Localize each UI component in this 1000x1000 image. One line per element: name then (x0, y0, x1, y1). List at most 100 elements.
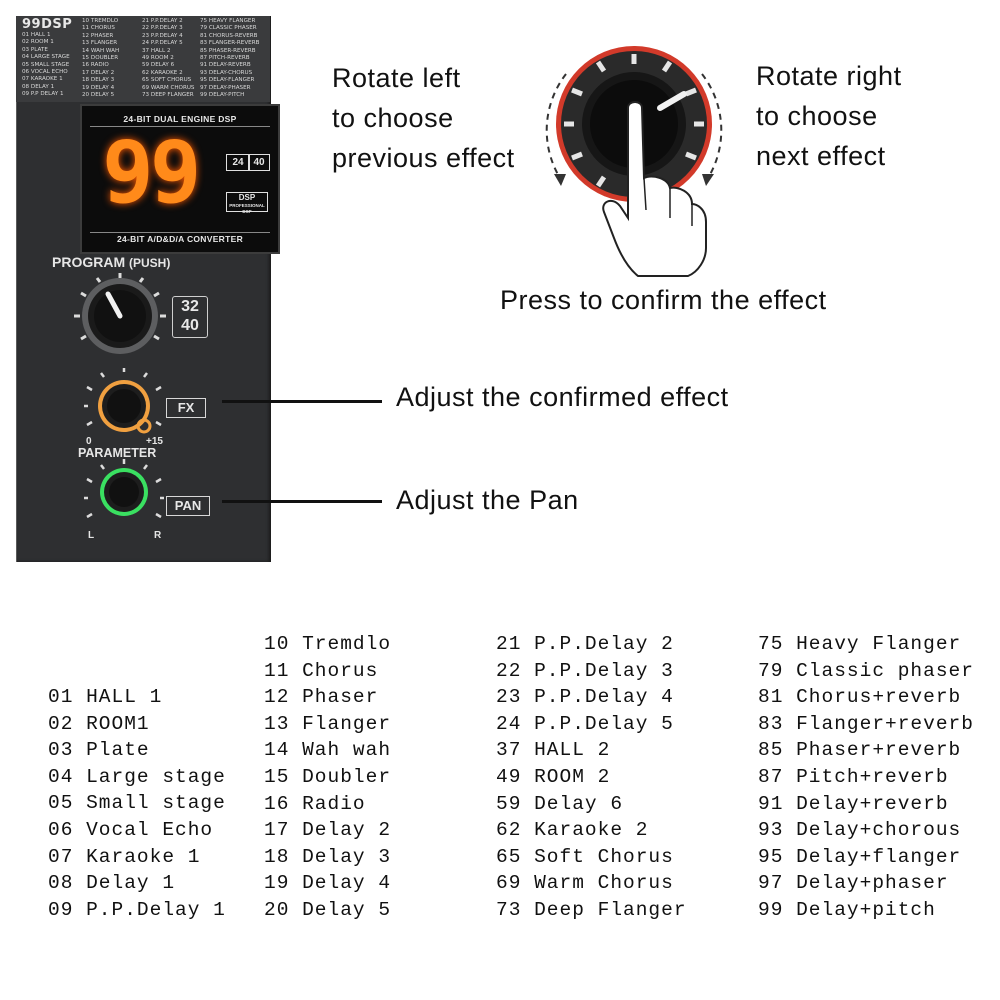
panel-effect-item: 21 P.P.DELAY 2 (142, 18, 183, 24)
panel-effect-item: 75 HEAVY FLANGER (200, 18, 256, 24)
fx-leader-line (222, 400, 382, 403)
panel-effect-item: 19 DELAY 4 (82, 84, 115, 91)
effect-list-item: 69 Warm Chorus (496, 872, 674, 895)
display-top-label: 24-BIT DUAL ENGINE DSP (123, 114, 237, 124)
fx-scale-max: +15 (146, 436, 163, 447)
effect-list-item: 19 Delay 4 (264, 872, 392, 895)
panel-effect-item: 20 DELAY 5 (82, 91, 115, 98)
effect-list-item: 16 Radio (264, 792, 366, 815)
effect-list-item: 11 Chorus (264, 659, 379, 682)
effect-list-item: 05 Small stage (48, 792, 226, 815)
panel-effect-item: 69 WARM CHORUS (142, 84, 195, 91)
panel-effect-item: 97 DELAY-PHASER (200, 84, 251, 91)
display-divider-top (90, 126, 270, 127)
panel-effect-item: 18 DELAY 3 (82, 77, 115, 84)
display-bits-badge-2: 40 (248, 154, 270, 171)
effect-list-item: 07 Karaoke 1 (48, 845, 201, 868)
panel-effect-item: 91 DELAY-REVERB (200, 62, 251, 69)
panel-effect-item: 13 FLANGER (82, 40, 118, 47)
dsp-badge-sub: PROFESSIONAL DSP (229, 203, 265, 214)
panel-effect-item: 02 ROOM 1 (22, 39, 54, 46)
effect-list-item: 87 Pitch+reverb (758, 765, 949, 788)
panel-effect-item: 22 P.P.DELAY 3 (142, 25, 183, 32)
rotate-left-line-3: previous effect (332, 143, 515, 173)
dsp-display: 24-BIT DUAL ENGINE DSP 99 24 40 DSP PROF… (80, 104, 280, 254)
effect-list-item: 37 HALL 2 (496, 739, 611, 762)
panel-effect-item: 81 CHORUS-REVERB (200, 32, 258, 39)
pointing-hand-icon (602, 101, 707, 277)
display-dsp-badge: DSP PROFESSIONAL DSP (226, 192, 268, 214)
press-confirm-annotation: Press to confirm the effect (500, 285, 827, 315)
effect-list-item: 18 Delay 3 (264, 845, 392, 868)
effect-list-item: 62 Karaoke 2 (496, 819, 649, 842)
rotate-left-arrow-icon (545, 73, 567, 179)
effect-list-item: 20 Delay 5 (264, 898, 392, 921)
effect-list-item: 83 Flanger+reverb (758, 712, 974, 735)
effect-list-item: 12 Phaser (264, 686, 379, 709)
panel-effect-item: 15 DOUBLER (82, 54, 119, 61)
fx-scale-min: 0 (86, 436, 92, 447)
panel-effect-item: 65 SOFT CHORUS (142, 77, 192, 84)
program-knob-icon[interactable] (70, 272, 170, 362)
effect-list-item: 04 Large stage (48, 765, 226, 788)
effect-list-item: 97 Delay+phaser (758, 872, 949, 895)
effect-list-item: 09 P.P.Delay 1 (48, 898, 226, 921)
panel-effect-item: 16 RADIO (82, 62, 109, 69)
effect-list-item: 81 Chorus+reverb (758, 686, 962, 709)
effect-list-item: 49 ROOM 2 (496, 765, 611, 788)
rotate-right-line-2: to choose (756, 101, 878, 131)
pan-leader-line (222, 500, 382, 503)
panel-effect-item: 93 DELAY-CHORUS (200, 69, 253, 76)
program-badge-top: 32 (181, 298, 199, 315)
effect-list-item: 95 Delay+flanger (758, 845, 962, 868)
display-bottom-label: 24-BIT A/D&D/A CONVERTER (116, 234, 244, 244)
pan-right-label: R (154, 530, 162, 541)
panel-effect-item: 04 LARGE STAGE (22, 54, 70, 61)
panel-effect-item: 95 DELAY-FLANGER (200, 77, 255, 84)
panel-effect-item: 23 P.P.DELAY 4 (142, 32, 183, 39)
effect-list-item: 22 P.P.Delay 3 (496, 659, 674, 682)
effect-list-item: 93 Delay+chorous (758, 819, 962, 842)
panel-effect-item: 06 VOCAL ECHO (22, 68, 68, 75)
effect-list-title: 99DSP (22, 17, 73, 32)
panel-effect-item: 73 DEEP FLANGER (142, 91, 194, 98)
panel-effect-item: 24 P.P.DELAY 5 (142, 40, 183, 47)
rotate-right-line-3: next effect (756, 141, 886, 171)
rotary-knob-icon (545, 46, 723, 277)
rotate-right-annotation: Rotate right to choose next effect (756, 56, 902, 176)
dsp-badge-label: DSP (238, 193, 256, 202)
pan-knob-icon[interactable] (84, 458, 164, 538)
effect-list-item: 99 Delay+pitch (758, 898, 936, 921)
rotate-left-line-2: to choose (332, 103, 454, 133)
effect-list-item: 59 Delay 6 (496, 792, 624, 815)
effect-list-item: 13 Flanger (264, 712, 392, 735)
effect-list-item: 73 Deep Flanger (496, 898, 687, 921)
program-label: PROGRAM (PUSH) (52, 254, 170, 270)
effect-list-item: 14 Wah wah (264, 739, 392, 762)
panel-effect-item: 03 PLATE (22, 46, 48, 53)
effect-list-item: 65 Soft Chorus (496, 845, 674, 868)
panel-effect-item: 14 WAH WAH (82, 47, 120, 54)
led-program-number: 99 (102, 123, 202, 223)
panel-effect-item: 12 PHASER (82, 32, 114, 39)
effect-list-item: 02 ROOM1 (48, 712, 150, 735)
effects-column-4: 75 Heavy Flanger 79 Classic phaser 81 Chor… (758, 631, 974, 924)
effect-list-item: 17 Delay 2 (264, 819, 392, 842)
panel-effect-item: 59 DELAY 6 (142, 62, 175, 69)
effect-list-item: 01 HALL 1 (48, 686, 163, 708)
effect-list-item: 06 Vocal Echo (48, 818, 214, 841)
program-badge-bottom: 40 (181, 317, 199, 334)
program-push-text: (PUSH) (129, 256, 171, 270)
display-bits-badge: 24 (226, 154, 250, 171)
fx-knob-icon[interactable] (84, 368, 164, 442)
adjust-pan-annotation: Adjust the Pan (396, 485, 579, 515)
panel-effect-item: 49 ROOM 2 (142, 54, 174, 61)
effect-list-item: 75 Heavy Flanger (758, 633, 962, 655)
effect-list-item: 79 Classic phaser (758, 659, 974, 682)
